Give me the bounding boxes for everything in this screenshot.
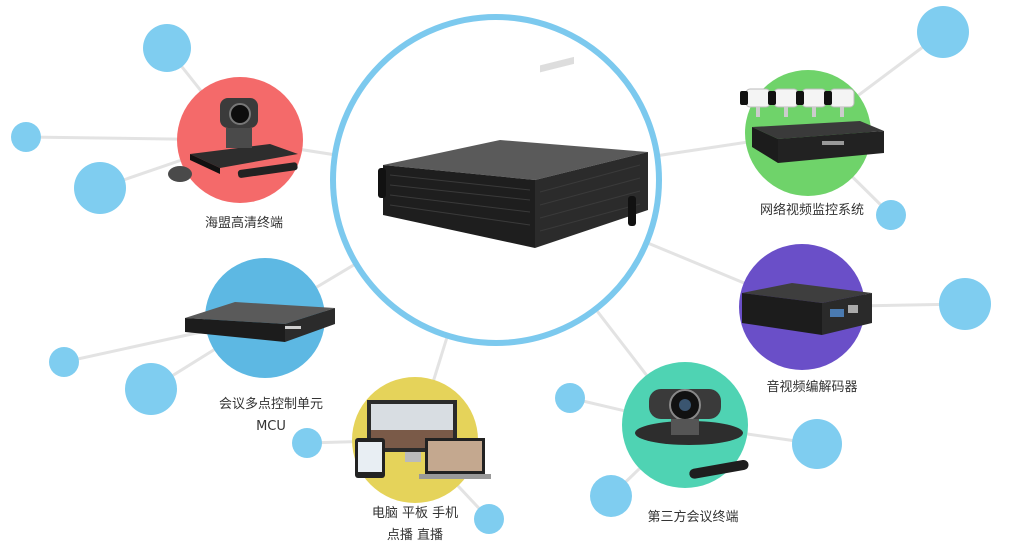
decorative-bubble: [917, 6, 969, 58]
node-thirdparty: [622, 362, 749, 488]
node-codec: [739, 244, 872, 370]
central-hub: [330, 14, 662, 346]
rack-server-icon: [185, 302, 335, 342]
central-server-icon: [378, 56, 648, 248]
decorative-bubble: [292, 428, 322, 458]
node-mcu: [185, 258, 335, 378]
conference-camera-icon: [635, 389, 749, 479]
decorative-bubble: [590, 475, 632, 517]
node-pc: [352, 377, 491, 503]
decorative-bubbles: [11, 6, 991, 534]
decorative-bubble: [143, 24, 191, 72]
label-mcu: 会议多点控制单元 MCU: [191, 394, 351, 438]
codec-box-icon: [742, 283, 872, 335]
label-haimeng: 海盟高清终端: [164, 213, 324, 235]
decorative-bubble: [939, 278, 991, 330]
ptz-camera-conference-terminal-icon: [168, 98, 298, 182]
node-nvr: [740, 70, 884, 196]
decorative-bubble: [555, 383, 585, 413]
decorative-bubble: [49, 347, 79, 377]
decorative-bubble: [125, 363, 177, 415]
label-pc: 电脑 平板 手机点播 直播: [335, 503, 495, 547]
label-line: 海盟高清终端: [204, 216, 283, 231]
decorative-bubble: [474, 504, 504, 534]
label-nvr: 网络视频监控系统: [732, 200, 892, 222]
decorative-bubble: [876, 200, 906, 230]
multi-screen-devices-icon: [355, 400, 491, 479]
decorative-bubble: [74, 162, 126, 214]
label-line: 网络视频监控系统: [759, 203, 864, 218]
surveillance-cameras-nvr-icon: [740, 88, 884, 163]
label-line: 会议多点控制单元: [218, 397, 323, 412]
label-codec: 音视频编解码器: [732, 377, 892, 399]
label-line: 点播 直播: [386, 528, 444, 543]
label-line: 电脑 平板 手机: [371, 506, 459, 521]
label-line: 第三方会议终端: [647, 510, 739, 525]
device-nodes: [168, 70, 884, 503]
decorative-bubble: [11, 122, 41, 152]
node-haimeng: [168, 77, 303, 203]
decorative-bubble: [792, 419, 842, 469]
label-thirdparty: 第三方会议终端: [613, 507, 773, 529]
label-line: 音视频编解码器: [766, 380, 858, 395]
label-line: MCU: [256, 419, 286, 434]
